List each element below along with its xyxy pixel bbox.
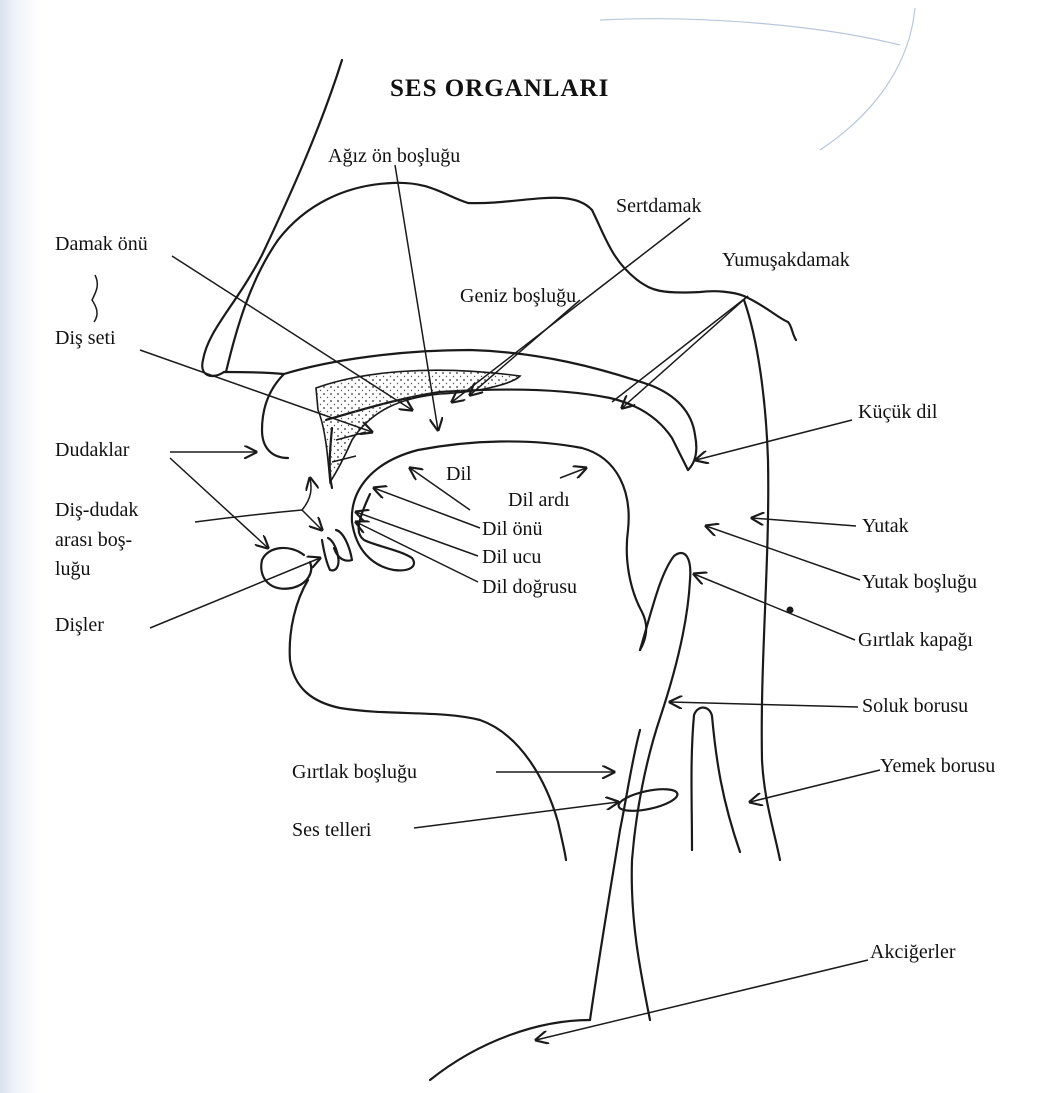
arrow-geniz <box>470 300 580 395</box>
pharynx-back-wall <box>744 300 780 860</box>
arrow-yemek <box>750 770 880 802</box>
alveolar-dotted-region <box>316 370 520 482</box>
label-dil-onu: Dil önü <box>482 518 543 540</box>
arrow-kucuk-dil <box>696 420 852 460</box>
label-soluk-borusu: Soluk borusu <box>862 695 968 717</box>
arrow-yutak-boslugu <box>706 526 860 580</box>
arrow-yumusak-1 <box>622 296 748 408</box>
label-dis-seti: Diş seti <box>55 327 116 349</box>
label-sertdamak: Sertdamak <box>616 195 702 217</box>
arrow-dil-dogrusu <box>356 522 478 582</box>
arrow-dot <box>787 607 794 614</box>
arrow-akciger <box>536 960 868 1040</box>
arrow-yumusak-2 <box>612 296 748 402</box>
lower-lip <box>261 548 311 589</box>
label-yutak: Yutak <box>862 515 909 537</box>
esophagus-divider <box>692 708 741 852</box>
arrow-dis-dudak-2 <box>302 510 322 530</box>
label-disler: Dişler <box>55 614 104 636</box>
lower-tooth-ridge <box>334 530 352 561</box>
label-ses-telleri: Ses telleri <box>292 819 372 841</box>
label-dudaklar: Dudaklar <box>55 439 130 461</box>
arrow-girtlak-kapagi <box>694 574 855 640</box>
label-girtlak-kapagi: Gırtlak kapağı <box>858 629 973 651</box>
arrow-dudaklar-2 <box>170 458 268 548</box>
arrow-dil-ardi <box>560 468 586 478</box>
brace <box>92 275 97 322</box>
arrow-ses-telleri <box>414 802 618 828</box>
chin-jaw <box>290 580 566 860</box>
tongue-underside <box>352 494 414 570</box>
label-dil-dogrusu: Dil doğrusu <box>482 576 577 598</box>
label-yemek-borusu: Yemek borusu <box>880 755 995 777</box>
arrow-damak-onu <box>172 256 412 410</box>
label-geniz-boslugu: Geniz boşluğu <box>460 285 576 307</box>
label-akcigerler: Akciğerler <box>870 941 956 963</box>
label-dis-dudak-line3: luğu <box>55 558 91 580</box>
label-dil: Dil <box>446 463 472 485</box>
arrow-dil-onu <box>374 488 480 528</box>
label-agiz-on-boslugu: Ağız ön boşluğu <box>328 145 460 167</box>
label-dis-dudak-line1: Diş-dudak <box>55 499 138 521</box>
forehead-nose-line <box>202 60 342 376</box>
arrow-dis-dudak <box>195 478 311 522</box>
upper-lip <box>224 372 288 458</box>
label-dil-ardi: Dil ardı <box>508 489 570 511</box>
arrow-dil-ucu <box>356 512 478 556</box>
label-yutak-boslugu: Yutak boşluğu <box>862 571 977 593</box>
label-kucuk-dil: Küçük dil <box>858 401 938 423</box>
label-damak-onu: Damak önü <box>55 233 148 255</box>
epiglottis <box>632 553 691 1020</box>
background-scan-marks <box>600 8 915 150</box>
label-dis-dudak-line2: arası boş- <box>55 529 132 551</box>
nasal-cavity-contour <box>226 183 796 372</box>
label-yumusakdamak: Yumuşakdamak <box>722 249 850 271</box>
neck-front <box>430 1020 590 1080</box>
diagram-title: SES ORGANLARI <box>390 75 609 102</box>
label-girtlak-boslugu: Gırtlak boşluğu <box>292 761 417 783</box>
arrow-soluk <box>670 702 858 707</box>
arrow-sertdamak <box>452 218 690 402</box>
label-dil-ucu: Dil ucu <box>482 546 541 568</box>
